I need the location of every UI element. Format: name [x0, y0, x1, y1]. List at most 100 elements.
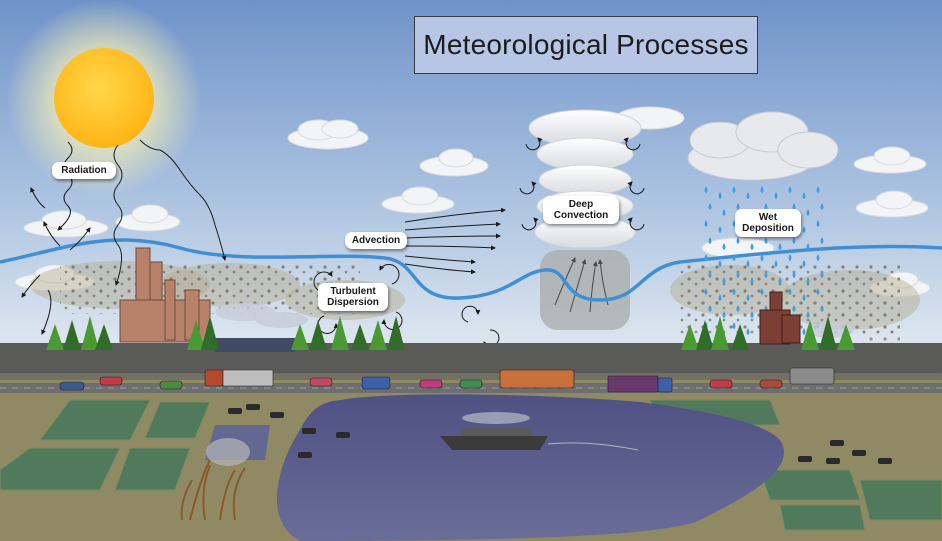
vehicles: [59, 367, 835, 393]
raindrop: [722, 311, 726, 318]
cow: [826, 458, 840, 464]
cow: [302, 428, 316, 434]
cloud-7: [853, 146, 927, 174]
tree: [681, 324, 699, 350]
raindrop: [708, 305, 712, 312]
factory-right: [759, 291, 801, 345]
raindrop: [708, 203, 712, 210]
label-deep-convection: Deep Convection: [543, 196, 619, 224]
raindrop: [778, 277, 782, 284]
label-turbulent-dispersion: Turbulent Dispersion: [318, 283, 388, 311]
raindrop: [820, 271, 824, 278]
raindrop: [788, 254, 792, 261]
tree: [201, 316, 219, 350]
cloud-1: [287, 119, 369, 150]
factory-left: [119, 247, 211, 343]
raindrop: [802, 226, 806, 233]
cloud-4: [381, 186, 455, 214]
tree: [331, 316, 349, 350]
tree: [837, 324, 855, 350]
label-wet-deposition: Wet Deposition: [735, 209, 801, 237]
raindrop: [750, 311, 754, 318]
raindrop: [792, 237, 796, 244]
diagram-title: Meteorological Processes: [414, 16, 758, 74]
cloud-3: [419, 148, 489, 177]
tree: [187, 320, 205, 350]
raindrop: [732, 322, 736, 329]
label-radiation: Radiation: [52, 162, 116, 179]
cow: [298, 452, 312, 458]
raindrop: [774, 260, 778, 267]
raindrop: [732, 254, 736, 261]
raindrop: [820, 237, 824, 244]
boundary-layer-line: [0, 238, 942, 302]
raindrop: [746, 260, 750, 267]
raindrop: [760, 186, 764, 193]
rain-cloud: [687, 111, 839, 181]
raindrop: [736, 237, 740, 244]
raindrop: [718, 226, 722, 233]
tree: [291, 324, 309, 350]
raindrop: [806, 209, 810, 216]
raindrop: [760, 288, 764, 295]
trees: [46, 316, 855, 350]
raindrop: [746, 294, 750, 301]
raindrop: [778, 243, 782, 250]
cow: [246, 404, 260, 410]
cow: [830, 440, 844, 446]
sun: [54, 48, 154, 148]
raindrop: [736, 203, 740, 210]
cow: [798, 456, 812, 462]
radiation-arrows: [21, 139, 227, 335]
raindrop: [704, 288, 708, 295]
raindrop: [736, 271, 740, 278]
tree: [63, 320, 81, 350]
raindrop: [764, 271, 768, 278]
crop-fields: [0, 399, 942, 531]
cow: [852, 450, 866, 456]
horizon-band: [0, 343, 942, 373]
wildfire-smoke: [206, 438, 250, 466]
raindrop: [732, 220, 736, 227]
raindrop: [806, 277, 810, 284]
cow: [270, 412, 284, 418]
raindrop: [788, 288, 792, 295]
cattle: [228, 404, 892, 464]
clouds: [14, 106, 931, 298]
raindrop: [750, 277, 754, 284]
raindrop: [774, 192, 778, 199]
raindrop: [722, 243, 726, 250]
raindrop: [718, 294, 722, 301]
tree: [387, 316, 405, 350]
tree: [46, 324, 64, 350]
raindrop: [806, 243, 810, 250]
raindrop: [708, 237, 712, 244]
raindrop: [718, 192, 722, 199]
tree: [81, 316, 99, 350]
tree: [819, 316, 837, 350]
lake: [276, 394, 784, 541]
raindrop: [746, 328, 750, 335]
tree: [731, 324, 749, 350]
advection-arrows: [404, 207, 506, 275]
raindrop: [764, 237, 768, 244]
raindrop: [750, 243, 754, 250]
tree: [801, 320, 819, 350]
cow: [336, 432, 350, 438]
convection-cloud: [528, 109, 642, 249]
raindrop: [746, 192, 750, 199]
tree: [711, 316, 729, 350]
tree: [351, 324, 369, 350]
raindrop: [704, 254, 708, 261]
raindrop: [760, 254, 764, 261]
raindrop: [820, 203, 824, 210]
tree: [95, 324, 113, 350]
raindrop: [802, 192, 806, 199]
raindrop: [816, 288, 820, 295]
raindrop: [732, 186, 736, 193]
cow: [878, 458, 892, 464]
raindrop: [816, 186, 820, 193]
cow: [228, 408, 242, 414]
